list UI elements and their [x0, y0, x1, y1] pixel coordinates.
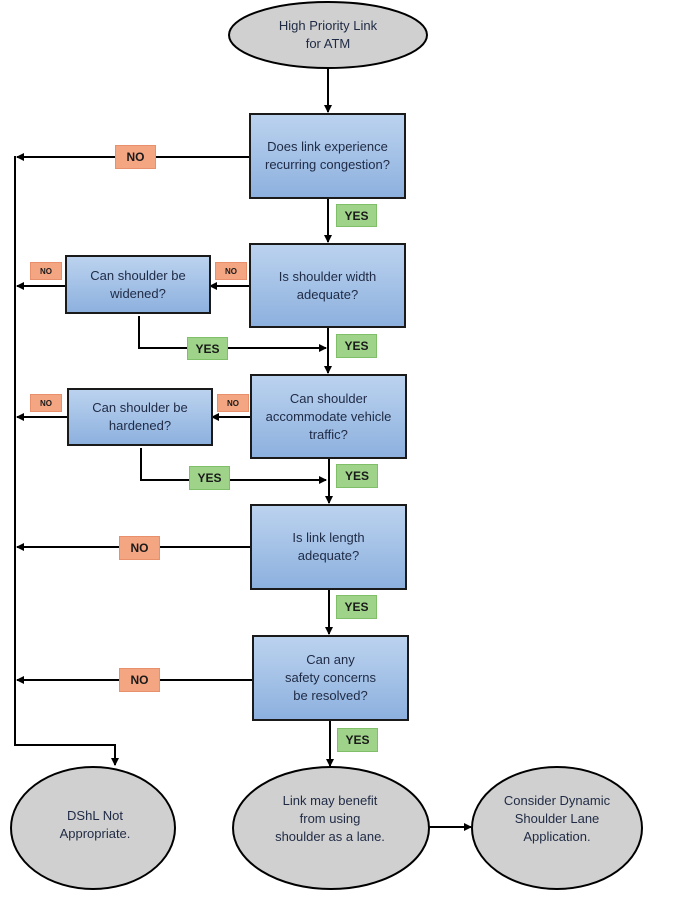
no-badge-q3b: NO — [30, 394, 62, 412]
connector-q3b-yes — [140, 448, 327, 484]
decision-q3-label: Can shoulder accommodate vehicle traffic… — [265, 390, 392, 442]
no-badge-q2: NO — [215, 262, 247, 280]
decision-q2-label: Is shoulder width adequate? — [278, 268, 377, 302]
decision-q4-label: Is link length adequate? — [292, 530, 365, 563]
yes-badge-q3b: YES — [189, 466, 230, 490]
no-badge-q4: NO — [119, 536, 160, 560]
terminal-benefit-label: Link may benefit from using shoulder as … — [275, 793, 385, 844]
terminal-not-appropriate-shape — [10, 766, 176, 890]
terminal-benefit-shape — [232, 766, 430, 890]
no-badge-q5: NO — [119, 668, 160, 692]
terminal-not-appropriate-label: DShL Not Appropriate. — [59, 808, 131, 841]
decision-q3-shape — [250, 374, 407, 459]
yes-badge-q3: YES — [336, 464, 378, 488]
decision-q1-shape — [249, 113, 406, 199]
yes-badge-q4: YES — [336, 595, 377, 619]
decision-q3b-shape — [67, 388, 213, 446]
no-badge-q1: NO — [115, 145, 156, 169]
decision-q2b-label: Can shoulder be widened? — [90, 267, 186, 301]
terminal-consider-shape — [471, 766, 643, 890]
decision-q3b-label: Can shoulder be hardened? — [92, 400, 188, 433]
decision-q4-shape — [250, 504, 407, 590]
start-node-shape — [228, 1, 428, 69]
start-node-label: High Priority Link for ATM — [278, 18, 378, 51]
yes-badge-q1: YES — [336, 204, 377, 227]
connector-rail-terminal — [14, 744, 119, 766]
yes-badge-q5: YES — [337, 728, 378, 752]
decision-q2-shape — [249, 243, 406, 328]
yes-badge-q2: YES — [336, 334, 377, 358]
decision-q5-shape — [252, 635, 409, 721]
connector-q2b-yes — [138, 316, 327, 352]
decision-q1-label: Does link experience recurring congestio… — [264, 139, 391, 172]
decision-q5-label: Can any safety concerns be resolved? — [284, 652, 377, 703]
no-badge-q3: NO — [217, 394, 249, 412]
no-badge-q2b: NO — [30, 262, 62, 280]
yes-badge-q2b: YES — [187, 337, 228, 360]
decision-q2b-shape — [65, 255, 211, 314]
terminal-consider-label: Consider Dynamic Shoulder Lane Applicati… — [503, 793, 611, 844]
